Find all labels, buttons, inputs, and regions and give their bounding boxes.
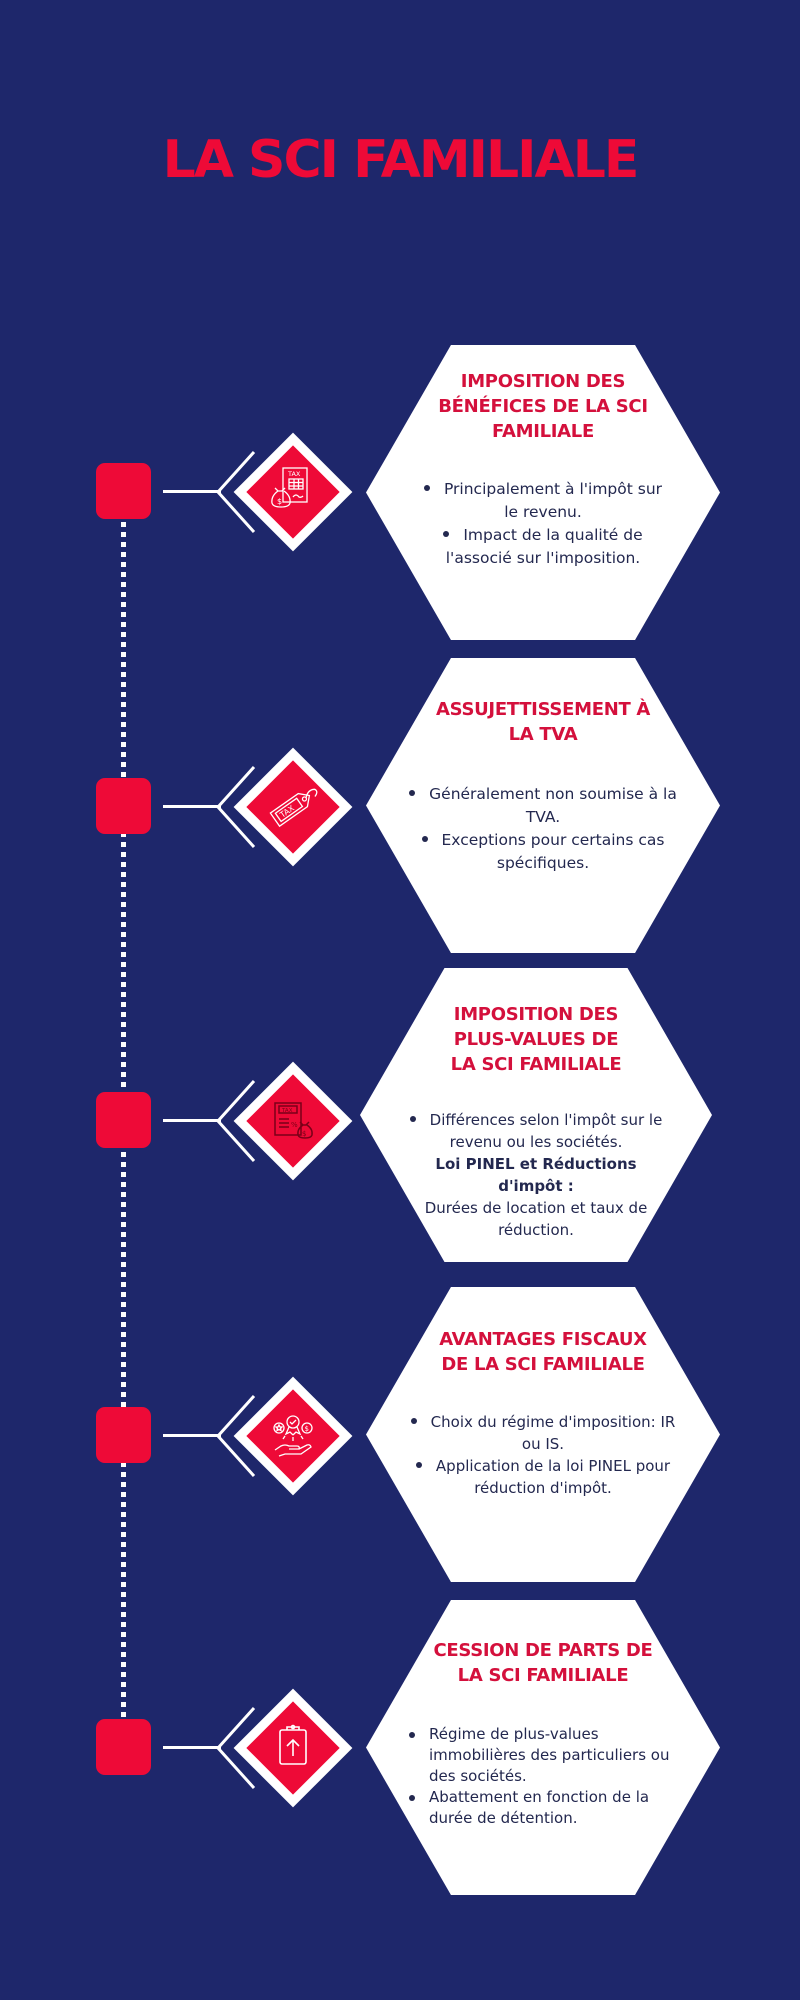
bullet-item: Principalement à l'impôt sur le revenu. [418, 478, 668, 524]
section-body: Généralement non soumise à la TVA. Excep… [398, 783, 688, 875]
info-hexagon: IMPOSITION DES BÉNÉFICES DE LA SCI FAMIL… [366, 345, 720, 640]
hand-award-coins-icon: $ [273, 1415, 313, 1457]
bullet-item: Régime de plus-values immobilières des p… [409, 1724, 677, 1787]
pinel-text: Durées de location et taux de réduction. [424, 1199, 648, 1239]
bullet-item: Impact de la qualité de l'associé sur l'… [418, 524, 668, 570]
connector-line [163, 1434, 221, 1437]
chevron-left-icon [215, 1079, 256, 1163]
bullet-icon [423, 484, 430, 491]
tax-document-money-bag-icon: TAX $ [271, 467, 308, 508]
section-body: Différences selon l'impôt sur le revenu … [406, 1109, 666, 1241]
connector-line [163, 1119, 221, 1122]
bullet-item: Application de la loi PINEL pour réducti… [408, 1455, 678, 1499]
section-heading: IMPOSITION DES PLUS-VALUES DE LA SCI FAM… [450, 1004, 622, 1075]
bullet-icon [409, 1732, 415, 1738]
connector-line [163, 1746, 221, 1749]
chevron-left-icon [215, 450, 256, 534]
connector-line [163, 805, 221, 808]
section-heading: AVANTAGES FISCAUX DE LA SCI FAMILIALE [439, 1329, 647, 1375]
bullet-item: Choix du régime d'imposition: IR ou IS. [408, 1411, 678, 1455]
bullet-item: Généralement non soumise à la TVA. [398, 783, 688, 829]
svg-text:TAX: TAX [287, 470, 301, 478]
svg-text:$: $ [305, 1425, 309, 1433]
bullet-icon [409, 1795, 415, 1801]
section-heading: IMPOSITION DES BÉNÉFICES DE LA SCI FAMIL… [438, 371, 648, 442]
info-hexagon: ASSUJETTISSEMENT À LA TVA Généralement n… [366, 658, 720, 953]
svg-text:%: % [291, 1121, 298, 1129]
timeline-node [96, 463, 151, 519]
info-hexagon: IMPOSITION DES PLUS-VALUES DE LA SCI FAM… [360, 968, 712, 1262]
timeline-node [96, 1719, 151, 1775]
bullet-icon [409, 789, 416, 796]
timeline-node [96, 1407, 151, 1463]
clipboard-upload-icon [279, 1724, 307, 1765]
bullet-icon [415, 1461, 422, 1468]
chevron-left-icon [215, 1394, 256, 1478]
tax-calculator-money-bag-icon: TAX % $ [274, 1102, 313, 1139]
bullet-icon [421, 835, 428, 842]
bullet-icon [443, 530, 450, 537]
pinel-label: Loi PINEL et Réductions d'impôt : [435, 1155, 637, 1195]
section-heading: CESSION DE PARTS DE LA SCI FAMILIALE [433, 1640, 653, 1686]
chevron-left-icon [215, 765, 256, 849]
bullet-icon [409, 1115, 416, 1122]
bullet-item: Exceptions pour certains cas spécifiques… [398, 829, 688, 875]
info-hexagon: CESSION DE PARTS DE LA SCI FAMILIALE Rég… [366, 1600, 720, 1895]
bullet-item: Abattement en fonction de la durée de dé… [409, 1787, 677, 1829]
page-title: LA SCI FAMILIALE [162, 130, 640, 190]
svg-text:TAX: TAX [281, 1108, 293, 1114]
chevron-left-icon [215, 1706, 256, 1790]
timeline-node [96, 1092, 151, 1148]
bullet-item: Différences selon l'impôt sur le revenu … [406, 1109, 666, 1153]
connector-line [163, 490, 221, 493]
timeline-node [96, 778, 151, 834]
tax-tag-icon: TAX [269, 788, 318, 828]
section-body: Régime de plus-values immobilières des p… [409, 1724, 677, 1829]
bullet-icon [410, 1417, 417, 1424]
svg-text:$: $ [302, 1130, 306, 1138]
section-body: Choix du régime d'imposition: IR ou IS. … [408, 1411, 678, 1499]
section-heading: ASSUJETTISSEMENT À LA TVA [435, 699, 651, 745]
svg-text:$: $ [277, 497, 282, 506]
info-hexagon: AVANTAGES FISCAUX DE LA SCI FAMILIALE Ch… [366, 1287, 720, 1582]
section-body: Principalement à l'impôt sur le revenu. … [418, 478, 668, 570]
